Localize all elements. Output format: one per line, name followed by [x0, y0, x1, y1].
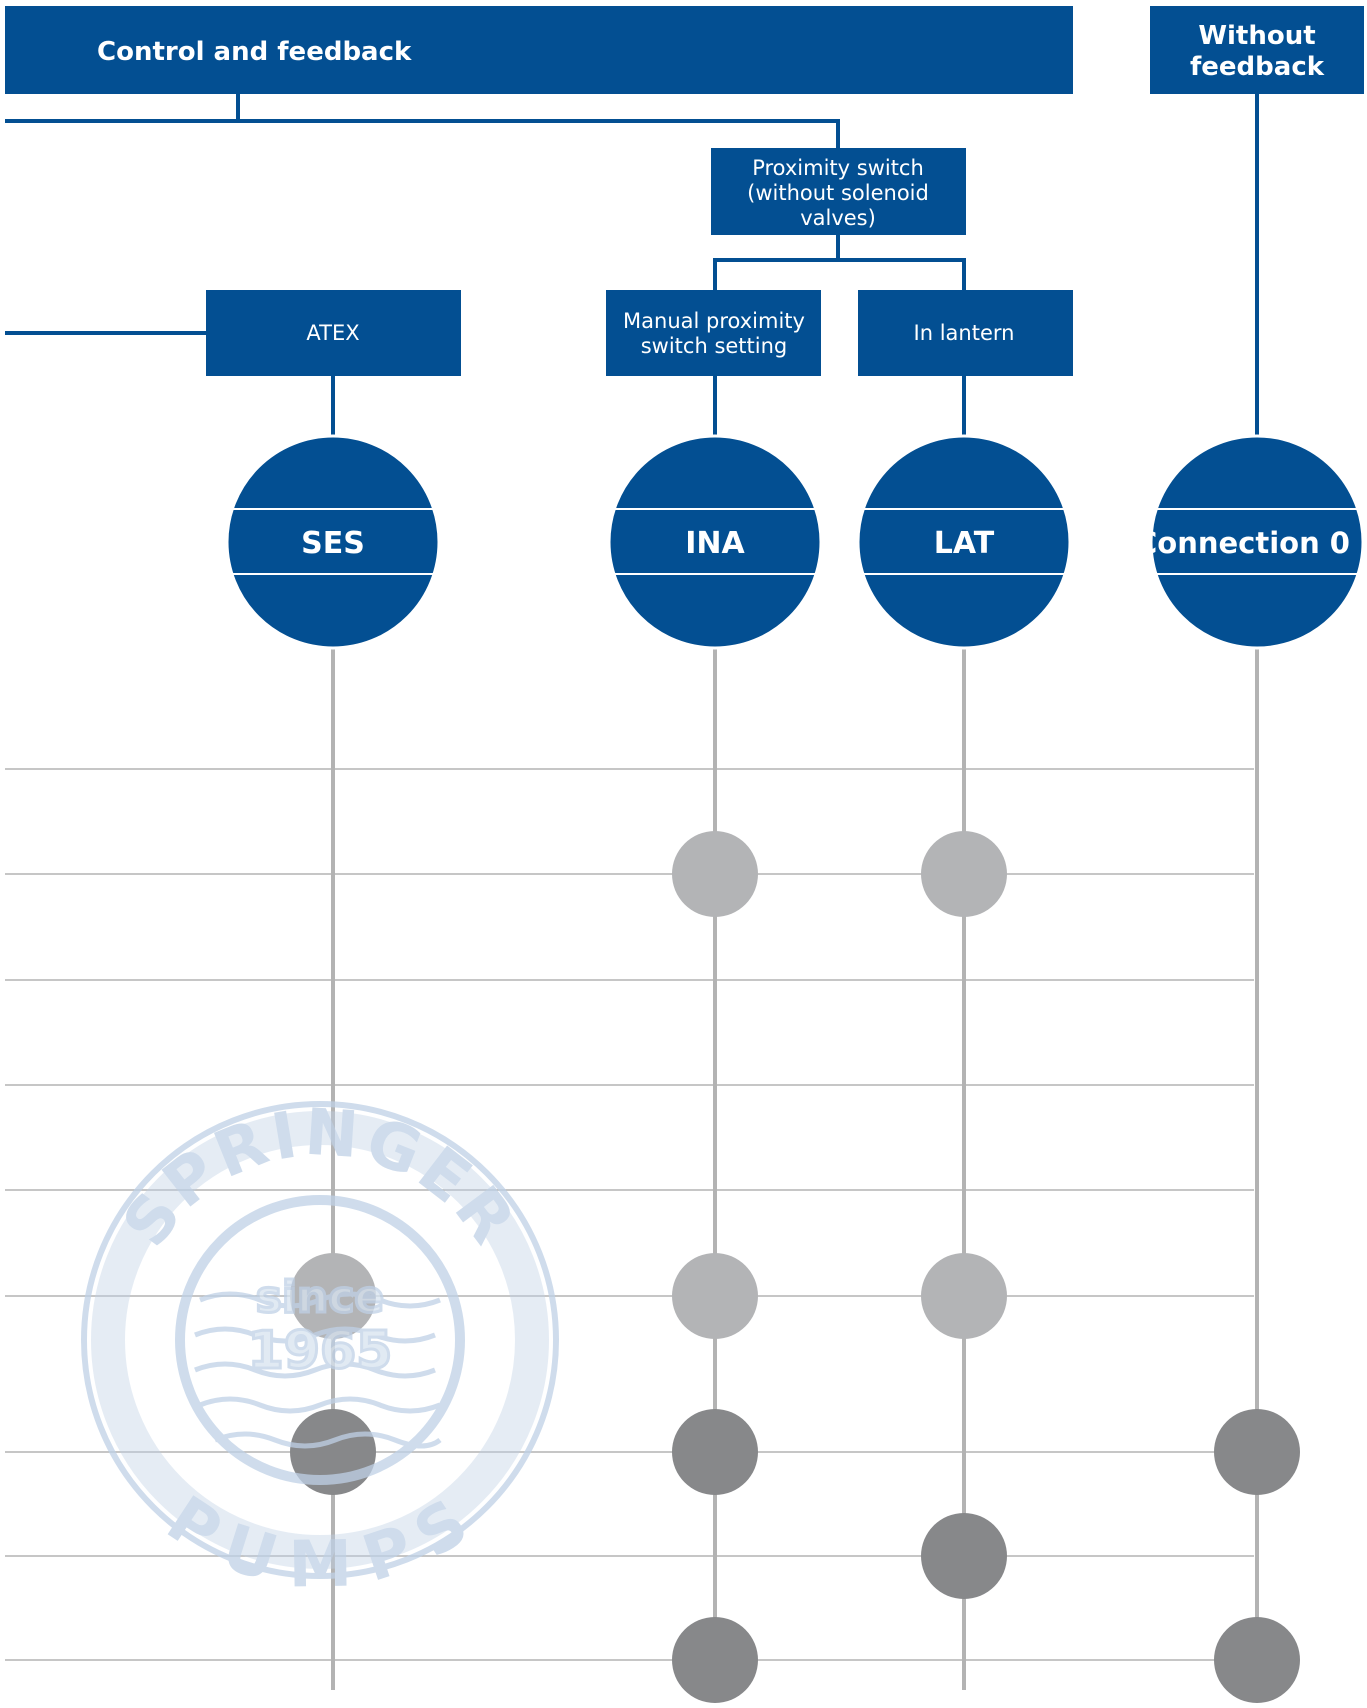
- header-without-feedback: Without feedback: [1150, 6, 1364, 94]
- atex-box: [206, 290, 461, 376]
- control-feedback-box: [5, 6, 1073, 94]
- springer-pumps-watermark: since 1965 SPRINGER PUMPS: [81, 1096, 559, 1603]
- watermark-year: 1965: [248, 1321, 393, 1381]
- dot-lat-row6: [921, 1253, 1007, 1339]
- option-lat-label: LAT: [934, 526, 995, 561]
- manual-proximity-line2: switch setting: [641, 334, 788, 358]
- proximity-switch-line3: valves): [800, 206, 876, 230]
- connector-proximity-lantern: [838, 258, 966, 290]
- watermark-since: since: [256, 1272, 385, 1323]
- option-lat-circle: [856, 434, 1072, 650]
- option-lat: LAT: [856, 434, 1072, 650]
- control-feedback-label: Control and feedback: [97, 37, 412, 67]
- option-ses: SES: [225, 434, 441, 650]
- header-control-feedback: Control and feedback: [5, 6, 1073, 94]
- manual-proximity-line1: Manual proximity: [623, 309, 805, 333]
- proximity-switch-line2: (without solenoid: [747, 181, 929, 205]
- watermark-bottom-text: PUMPS: [154, 1483, 487, 1603]
- dot-ina-row2: [672, 831, 758, 917]
- option-ses-label: SES: [301, 526, 365, 561]
- option-connection0-circle: [1149, 434, 1365, 650]
- watermark-outer-ring: [81, 1101, 559, 1579]
- watermark-band: [91, 1111, 549, 1569]
- atex-box-group: ATEX: [206, 290, 461, 376]
- atex-label: ATEX: [306, 321, 359, 345]
- connector-proximity-split: [713, 235, 840, 290]
- option-connection0: Connection 0: [1136, 434, 1365, 650]
- in-lantern-box: [858, 290, 1073, 376]
- in-lantern-label: In lantern: [914, 321, 1015, 345]
- matrix-dots: [290, 831, 1300, 1703]
- option-connection0-label: Connection 0: [1136, 526, 1350, 560]
- dot-ina-row6: [672, 1253, 758, 1339]
- connector-tree: [5, 94, 1259, 436]
- dot-connection0-row7: [1214, 1409, 1300, 1495]
- without-feedback-label-line2: feedback: [1190, 52, 1325, 82]
- in-lantern-box-group: In lantern: [858, 290, 1073, 376]
- watermark-inner-ring: [175, 1195, 465, 1485]
- watermark-top-text: SPRINGER: [109, 1096, 531, 1261]
- manual-proximity-box: [606, 290, 821, 376]
- option-ina-circle: [607, 434, 823, 650]
- watermark-waves: [194, 1291, 442, 1449]
- proximity-switch-box-group: Proximity switch (without solenoid valve…: [711, 148, 966, 235]
- option-ses-circle: [225, 434, 441, 650]
- dot-ina-row9: [672, 1617, 758, 1703]
- dot-lat-row8: [921, 1513, 1007, 1599]
- option-ina-label: INA: [685, 526, 745, 561]
- dot-connection0-row9: [1214, 1617, 1300, 1703]
- without-feedback-box: [1150, 6, 1364, 94]
- dot-lat-row2: [921, 831, 1007, 917]
- without-feedback-label-line1: Without: [1198, 21, 1315, 51]
- manual-proximity-box-group: Manual proximity switch setting: [606, 290, 821, 376]
- proximity-switch-line1: Proximity switch: [752, 156, 924, 180]
- dot-ina-row7: [672, 1409, 758, 1495]
- proximity-switch-box: [711, 148, 966, 235]
- connector-main: [236, 94, 840, 148]
- option-ina: INA: [607, 434, 823, 650]
